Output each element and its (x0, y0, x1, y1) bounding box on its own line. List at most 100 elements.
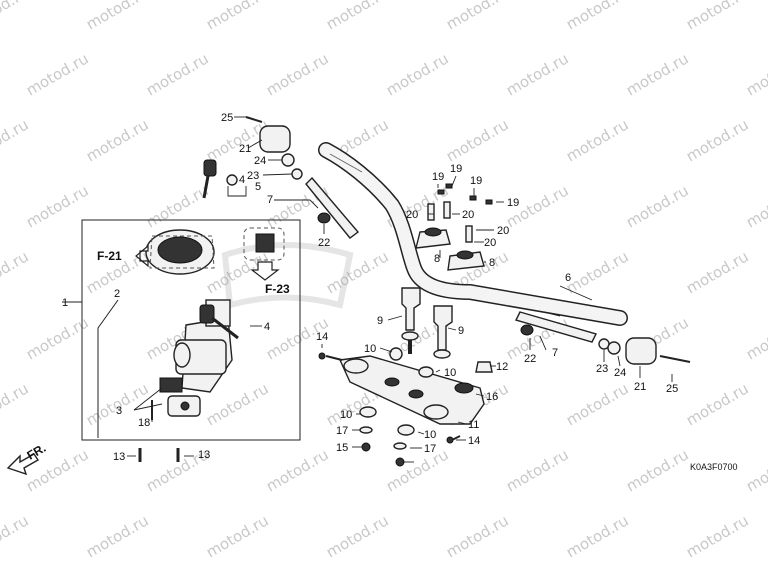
inner-weight-left (305, 176, 360, 239)
callout-23-left: 23 (247, 170, 259, 182)
watermark-text: motod.ru (23, 313, 92, 363)
callout-6: 6 (565, 272, 571, 284)
callout-7-left: 7 (267, 194, 273, 206)
leader-lines (127, 116, 673, 463)
watermark-text: motod.ru (0, 247, 32, 297)
callout-9-left: 9 (377, 315, 383, 327)
watermark-text: motod.ru (263, 49, 332, 99)
callout-23-right: 23 (596, 363, 608, 375)
callout-2: 2 (114, 288, 120, 300)
callout-10-c: 10 (340, 409, 352, 421)
ref-f21-label: F-21 (97, 249, 122, 263)
callout-3: 3 (116, 405, 122, 417)
callout-22-right: 22 (524, 353, 536, 365)
callout-24-left: 24 (254, 155, 266, 167)
handlebar (318, 142, 628, 326)
key (199, 304, 239, 340)
watermark-text: motod.ru (83, 511, 152, 561)
watermark-text: motod.ru (263, 445, 332, 495)
callout-20-d: 20 (484, 237, 496, 249)
hardware-small (138, 347, 493, 467)
callout-20-b: 20 (462, 209, 474, 221)
callout-8-rear: 8 (434, 253, 440, 265)
watermark-text: motod.ru (503, 445, 572, 495)
callout-4-upper: 4 (239, 174, 245, 186)
holder-lower-left (401, 287, 421, 354)
callout-17-right: 17 (424, 443, 436, 455)
inner-weight-right (514, 311, 598, 343)
watermark-text: motod.ru (683, 247, 752, 297)
callout-15: 15 (336, 442, 348, 454)
callout-21-left: 21 (239, 143, 251, 155)
ref-f23-label: F-23 (265, 282, 290, 296)
callout-10-b: 10 (444, 367, 456, 379)
watermark-text: motod.ru (563, 0, 632, 33)
callout-21-right: 21 (634, 381, 646, 393)
leader-2 (97, 299, 119, 438)
callout-13-left: 13 (113, 451, 125, 463)
callout-4-lower: 4 (264, 321, 270, 333)
watermark-text: motod.ru (443, 511, 512, 561)
watermark-text: motod.ru (503, 49, 572, 99)
watermark-text: motod.ru (563, 511, 632, 561)
bar-end-left (245, 116, 303, 180)
diagram-code: K0A3F0700 (690, 462, 738, 472)
watermark-text: motod.ru (23, 49, 92, 99)
watermark-text: motod.ru (563, 247, 632, 297)
callout-12: 12 (496, 361, 508, 373)
callout-13-right: 13 (198, 449, 210, 461)
watermark-text: motod.ru (563, 379, 632, 429)
watermark-text: motod.ru (683, 0, 752, 33)
holder-upper-rear (415, 227, 451, 249)
watermark-text: motod.ru (383, 49, 452, 99)
bar-end-right (598, 337, 691, 365)
holder-lower-right (433, 305, 453, 359)
watermark-text: motod.ru (623, 181, 692, 231)
watermark-text: motod.ru (203, 0, 272, 33)
callout-10-d: 10 (424, 429, 436, 441)
holder-bolts (427, 183, 493, 243)
callout-14-left: 14 (316, 331, 328, 343)
callout-24-right: 24 (614, 367, 626, 379)
ignition-switch (151, 299, 233, 420)
ref-part-f23: F-23 (243, 227, 290, 296)
watermark-text: motod.ru (323, 0, 392, 33)
ref-arrow-f21: F-21 (97, 244, 149, 268)
watermark-text: motod.ru (323, 511, 392, 561)
callout-9-right: 9 (458, 325, 464, 337)
watermark-text: motod.ru (83, 115, 152, 165)
watermark-text: motod.ru (0, 115, 32, 165)
watermark-text: motod.ru (0, 379, 32, 429)
callout-22-left: 22 (318, 237, 330, 249)
callout-19-d: 19 (507, 197, 519, 209)
watermark-text: motod.ru (623, 49, 692, 99)
watermark-text: motod.ru (743, 445, 768, 495)
watermark-text: motod.ru (383, 445, 452, 495)
callout-17-left: 17 (336, 425, 348, 437)
callout-14-right: 14 (468, 435, 480, 447)
ignition-group-frame (81, 219, 301, 441)
watermark-text: motod.ru (743, 181, 768, 231)
callout-20-a: 20 (406, 209, 418, 221)
callout-18: 18 (138, 417, 150, 429)
callout-19-a: 19 (432, 171, 444, 183)
watermark-text: motod.ru (623, 445, 692, 495)
callout-5: 5 (255, 181, 261, 193)
holder-upper-front (447, 250, 485, 271)
watermark-text: motod.ru (143, 181, 212, 231)
spare-key (202, 159, 246, 199)
callout-numbers: 1 2 3 4 4 5 6 7 7 8 8 9 9 10 10 10 10 11… (62, 112, 678, 463)
callout-1: 1 (62, 297, 68, 309)
callout-20-c: 20 (497, 225, 509, 237)
watermark-layer: motod.ru motod.ru motod.ru motod.ru motod.ru… (0, 0, 768, 561)
watermark-text: motod.ru (743, 313, 768, 363)
watermark-text: motod.ru (143, 49, 212, 99)
watermark-text: motod.ru (443, 0, 512, 33)
fuel-cap (145, 229, 215, 275)
watermark-text: motod.ru (683, 379, 752, 429)
watermark-text: motod.ru (0, 0, 32, 33)
watermark-text: motod.ru (0, 511, 32, 561)
watermark-text: motod.ru (323, 247, 392, 297)
callout-11: 11 (468, 419, 479, 431)
